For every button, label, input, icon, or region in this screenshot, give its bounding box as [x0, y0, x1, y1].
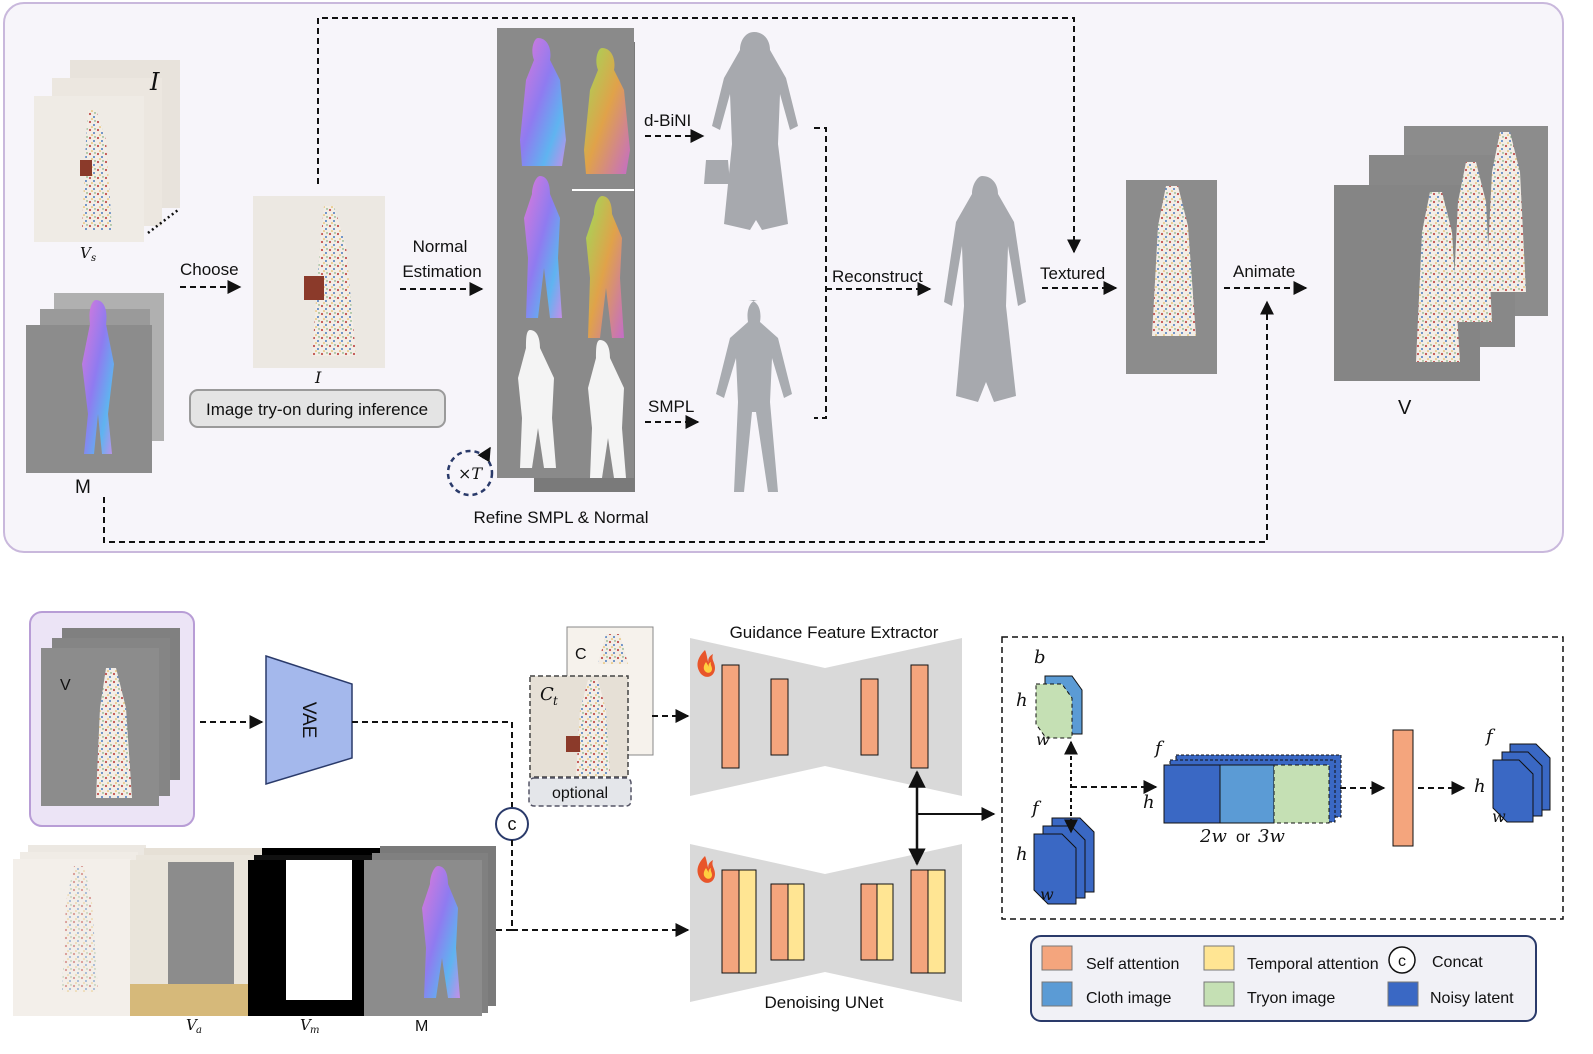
- denoising-attn-blocks: [721, 869, 946, 974]
- c-label: C: [575, 646, 587, 663]
- w-label-out: w: [1492, 807, 1506, 826]
- legend-swatch-self-attention: [1041, 945, 1073, 971]
- vae-block: [265, 654, 353, 786]
- cloth-feature-tile: [1035, 675, 1083, 739]
- normal-map-grid: [497, 28, 635, 492]
- times-t-label: ×T: [458, 464, 483, 483]
- h-label-f: h: [1016, 844, 1028, 865]
- vae-label: VAE: [298, 702, 319, 739]
- v-input-label: V: [60, 677, 71, 694]
- legend-swatch-noisy-latent: [1387, 981, 1419, 1007]
- output-video-frames: [1334, 126, 1548, 381]
- legend: Self attention Temporal attention c Conc…: [1041, 945, 1514, 1007]
- iteration-loop-icon: [446, 449, 494, 497]
- attention-detail-box: [1001, 636, 1564, 920]
- i-corner-label: I: [149, 68, 160, 96]
- vm-subscript: m: [310, 1025, 319, 1036]
- vs-video-frames: [34, 60, 180, 242]
- f-label-mid: f: [1153, 738, 1165, 759]
- w-label-f: w: [1040, 885, 1054, 904]
- legend-concat: Concat: [1432, 954, 1483, 971]
- handbag-mesh: [704, 160, 730, 184]
- optional-label: optional: [552, 785, 608, 802]
- va-subscript: a: [196, 1025, 202, 1036]
- concat-to-denoising-arrow: [511, 840, 690, 937]
- vm-label: V: [300, 1016, 313, 1034]
- width-2w-label: 2w: [1199, 826, 1227, 847]
- legend-swatch-tryon-image: [1203, 981, 1235, 1007]
- f-label-out: f: [1484, 726, 1496, 747]
- i-caption: I: [314, 368, 322, 387]
- legend-self-attention: Self attention: [1086, 956, 1179, 973]
- tryon-note-box: [189, 389, 446, 428]
- output-latent-tile: [1492, 743, 1551, 823]
- attention-block: [1392, 729, 1414, 847]
- v-input-frames: [41, 628, 180, 806]
- legend-tryon-image: Tryon image: [1247, 990, 1335, 1007]
- tryon-note: Image try-on during inference: [206, 400, 428, 419]
- skip-connection-top: [317, 17, 1081, 254]
- width-3w-label: 3w: [1258, 826, 1285, 847]
- dbini-label: d-BiNI: [644, 111, 691, 130]
- denoising-unet-shape: [690, 844, 962, 1002]
- vs-subscript: s: [91, 253, 96, 264]
- output-v-label: V: [1398, 397, 1412, 419]
- normal-estimation-label-2: Estimation: [402, 262, 481, 281]
- m-motion-normals: [26, 293, 164, 473]
- va-label: V: [186, 1016, 199, 1034]
- legend-temporal-attention: Temporal attention: [1247, 956, 1379, 973]
- concat-node-label: c: [508, 814, 517, 834]
- condition-frames: [13, 845, 496, 1016]
- denoising-label: Denoising UNet: [764, 993, 883, 1012]
- guidance-label: Guidance Feature Extractor: [730, 623, 939, 642]
- textured-result: [1126, 180, 1217, 374]
- h-label-b: h: [1016, 690, 1028, 711]
- h-label-out: h: [1474, 776, 1486, 797]
- guidance-unet-shape: [690, 638, 962, 796]
- ct-label: C: [540, 684, 554, 705]
- refine-label: Refine SMPL & Normal: [473, 508, 648, 527]
- motion-connection-bottom: [103, 300, 1274, 543]
- reconstructed-mesh: [944, 176, 1026, 402]
- legend-swatch-cloth-image: [1041, 981, 1073, 1007]
- legend-cloth-image: Cloth image: [1086, 990, 1171, 1007]
- legend-concat-icon: [1388, 946, 1416, 974]
- h-label-mid: h: [1143, 792, 1155, 813]
- concatenated-feature: [1163, 754, 1342, 824]
- or-label: or: [1236, 829, 1251, 846]
- noisy-latent-tile: [1033, 817, 1095, 905]
- legend-noisy-latent: Noisy latent: [1430, 990, 1514, 1007]
- flame-icon: [697, 650, 715, 677]
- reconstruct-label: Reconstruct: [832, 267, 923, 286]
- animate-label: Animate: [1233, 262, 1295, 281]
- chosen-image: [253, 196, 385, 368]
- legend-box: [1030, 935, 1537, 1022]
- b-label: b: [1034, 647, 1046, 668]
- f-label-left: f: [1030, 798, 1042, 819]
- choose-label: Choose: [180, 260, 239, 279]
- smpl-mesh: [716, 300, 792, 492]
- smpl-label: SMPL: [648, 397, 694, 416]
- legend-concat-icon-label: c: [1398, 953, 1406, 970]
- m-label-bottom: M: [415, 1018, 428, 1035]
- merge-bracket: [814, 127, 827, 419]
- normal-estimation-label-1: Normal: [413, 237, 468, 256]
- optional-box: [528, 777, 632, 807]
- w-label-b: w: [1036, 730, 1050, 749]
- legend-swatch-temporal-attention: [1203, 945, 1235, 971]
- clothed-mesh: [712, 32, 798, 230]
- ct-subscript: t: [553, 694, 558, 708]
- m-label-top: M: [75, 477, 91, 498]
- flame-icon: [697, 856, 715, 883]
- guidance-attn-blocks: [721, 664, 929, 769]
- tryon-image-ct: [529, 675, 629, 778]
- textured-label: Textured: [1040, 264, 1105, 283]
- vae-out-line: [352, 721, 513, 808]
- vs-label: V: [80, 244, 93, 262]
- iteration-loop-arrow: [477, 446, 491, 463]
